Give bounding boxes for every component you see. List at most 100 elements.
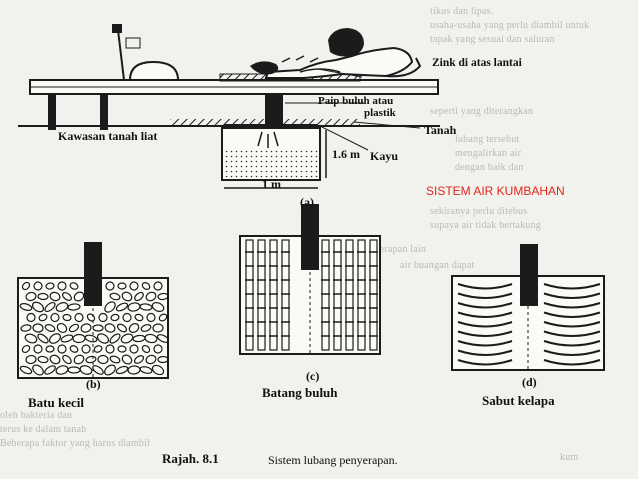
husk-strip: [457, 349, 513, 356]
stone: [44, 365, 56, 375]
stone: [139, 366, 153, 374]
stone: [151, 364, 165, 376]
stone: [73, 354, 85, 365]
figure-d-label: (d): [522, 375, 537, 389]
stone: [97, 354, 109, 365]
stone: [109, 292, 121, 301]
stone: [19, 365, 33, 375]
husk-strip: [457, 283, 513, 290]
bamboo-stem: [257, 239, 266, 351]
stone: [68, 323, 80, 333]
stone: [96, 333, 110, 344]
husk-strip: [457, 311, 513, 318]
bamboo-stem-label: Batang buluh: [262, 385, 338, 400]
bamboo-stem: [333, 239, 342, 351]
figure-a: [18, 24, 440, 189]
pipe-label-continued: plastik: [364, 107, 396, 119]
stone: [139, 303, 153, 311]
pipe-label: Paip buluh atau: [318, 95, 394, 107]
stone: [117, 345, 127, 353]
stone: [157, 292, 169, 301]
pipe: [520, 244, 538, 306]
bamboo-stem: [281, 239, 290, 351]
husk-strip: [543, 292, 601, 299]
husk-strip: [457, 321, 513, 328]
stone: [69, 345, 79, 353]
stone: [109, 355, 121, 364]
overlay-title: SISTEM AIR KUMBAHAN: [426, 184, 565, 198]
stone: [146, 312, 156, 323]
stone: [32, 364, 44, 376]
stone: [45, 282, 55, 290]
husk-strip: [457, 340, 513, 347]
stone: [129, 344, 139, 354]
bamboo-stem: [269, 239, 278, 351]
stone: [50, 312, 60, 323]
stone: [55, 302, 69, 312]
stone: [133, 355, 145, 364]
caption-number: Rajah. 8.1: [162, 451, 219, 466]
bamboo-stem: [369, 239, 378, 351]
stone: [85, 355, 97, 364]
stone: [32, 323, 44, 333]
stone: [25, 354, 37, 365]
bleed-text: lubang tersebut: [455, 134, 520, 145]
stone: [45, 345, 55, 353]
stone: [21, 344, 31, 354]
stone: [92, 324, 104, 332]
stone: [157, 355, 169, 364]
bleed-text: Beberapa faktor yang harus diambil: [0, 438, 151, 449]
bleed-text: mengalirkan air: [455, 148, 522, 159]
label-box-icon: [125, 37, 141, 49]
stone: [62, 354, 72, 365]
water-splash-icon: [257, 131, 279, 148]
depth-label: 1.6 m: [332, 147, 360, 161]
husk-strip: [543, 340, 601, 347]
figure-d: [451, 244, 605, 371]
stone: [153, 281, 163, 291]
bleed-text: sekiranya perlu ditebus: [430, 206, 528, 217]
stone: [110, 313, 120, 322]
leader-line: [319, 125, 369, 151]
figure-c: [239, 204, 381, 355]
stone: [49, 291, 61, 302]
stone: [153, 344, 163, 354]
house-post: [48, 90, 56, 130]
stone: [120, 333, 134, 344]
small-stones-label: Batu kecil: [28, 395, 84, 410]
stone: [116, 323, 128, 333]
bamboo-stem: [345, 239, 354, 351]
basin-icon: [128, 60, 180, 81]
stone: [121, 354, 133, 365]
stone: [129, 281, 139, 291]
figure-b-label: (b): [86, 377, 101, 391]
bamboo-stem: [357, 239, 366, 351]
bamboo-stem: [321, 239, 330, 351]
stone: [140, 324, 152, 332]
stone: [49, 333, 61, 344]
stone-fill: [19, 281, 170, 376]
stone: [19, 303, 33, 311]
stone: [115, 365, 129, 375]
stone: [33, 281, 43, 291]
coconut-husk-label: Sabut kelapa: [482, 393, 555, 408]
husk-strip: [543, 321, 601, 328]
stone: [104, 301, 116, 313]
bleed-text: oleh bakteria dan: [0, 410, 73, 421]
husk-strip: [457, 330, 513, 337]
stone: [80, 323, 92, 333]
stone: [44, 324, 56, 332]
stone: [92, 365, 104, 375]
stone: [104, 323, 116, 333]
stone: [73, 291, 85, 302]
stone: [49, 354, 61, 365]
ladle-head-icon: [112, 24, 122, 33]
husk-strip: [457, 302, 513, 309]
husk-strip: [543, 330, 601, 337]
husk-strip: [457, 292, 513, 299]
stone: [25, 291, 37, 302]
husk-strip: [543, 283, 601, 290]
wood-label: Kayu: [370, 149, 399, 163]
